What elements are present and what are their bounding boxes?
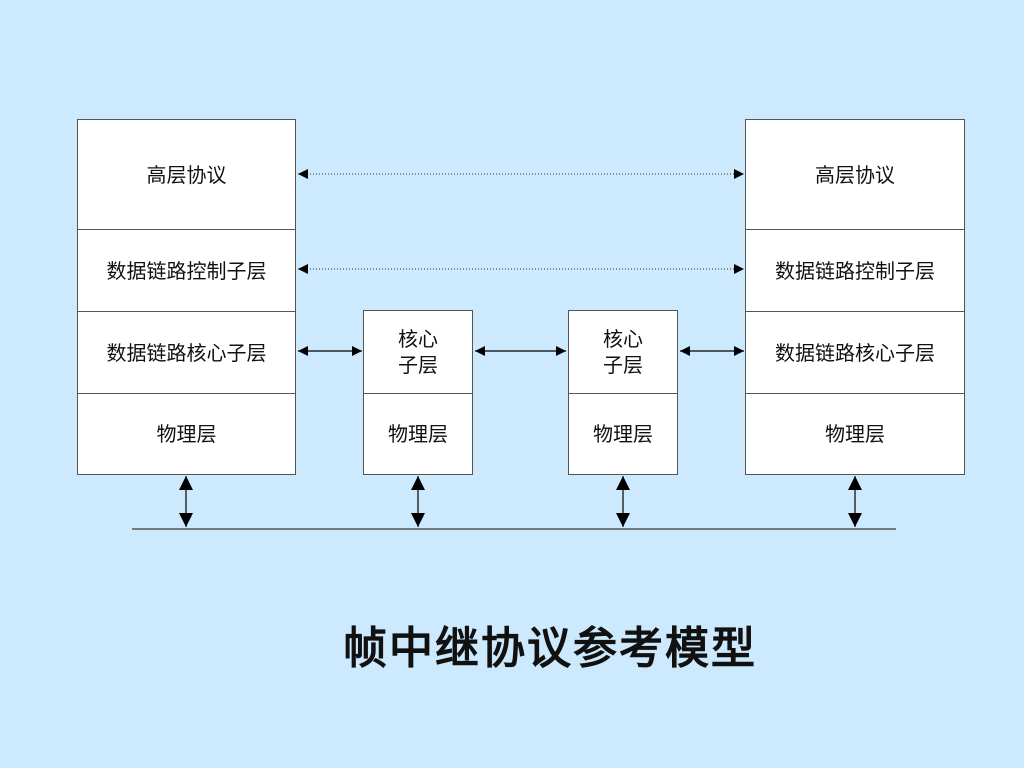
layer-label: 核心 子层 [603,327,643,377]
layer-data-link-control: 数据链路控制子层 [746,230,964,312]
layer-label: 数据链路核心子层 [106,340,267,365]
layer-label: 数据链路控制子层 [106,258,267,283]
layer-higher-protocol: 高层协议 [78,120,295,230]
intermediate-node-2: 核心 子层 物理层 [568,310,678,475]
layer-label: 高层协议 [815,162,895,187]
layer-label: 物理层 [156,422,217,446]
layer-physical: 物理层 [746,394,964,474]
diagram-caption: 帧中继协议参考模型 [0,612,1024,676]
caption-text: 帧中继协议参考模型 [343,623,757,674]
layer-physical: 物理层 [364,394,472,474]
layer-label: 物理层 [825,422,885,446]
layer-label: 数据链路核心子层 [775,340,935,365]
layer-label: 物理层 [388,422,448,446]
layer-higher-protocol: 高层协议 [746,120,964,230]
layer-core-sublayer: 核心 子层 [569,311,677,394]
layer-label: 物理层 [593,422,653,446]
layer-label: 数据链路控制子层 [775,258,935,283]
layer-data-link-core: 数据链路核心子层 [746,312,964,394]
intermediate-node-1: 核心 子层 物理层 [363,310,473,475]
layer-label: 核心 子层 [398,327,438,377]
layer-data-link-control: 数据链路控制子层 [78,230,295,312]
layer-data-link-core: 数据链路核心子层 [78,312,295,394]
layer-physical: 物理层 [78,394,295,474]
left-endpoint-stack: 高层协议 数据链路控制子层 数据链路核心子层 物理层 [77,119,296,475]
layer-core-sublayer: 核心 子层 [364,311,472,394]
right-endpoint-stack: 高层协议 数据链路控制子层 数据链路核心子层 物理层 [745,119,965,475]
layer-physical: 物理层 [569,394,677,474]
layer-label: 高层协议 [146,162,227,187]
